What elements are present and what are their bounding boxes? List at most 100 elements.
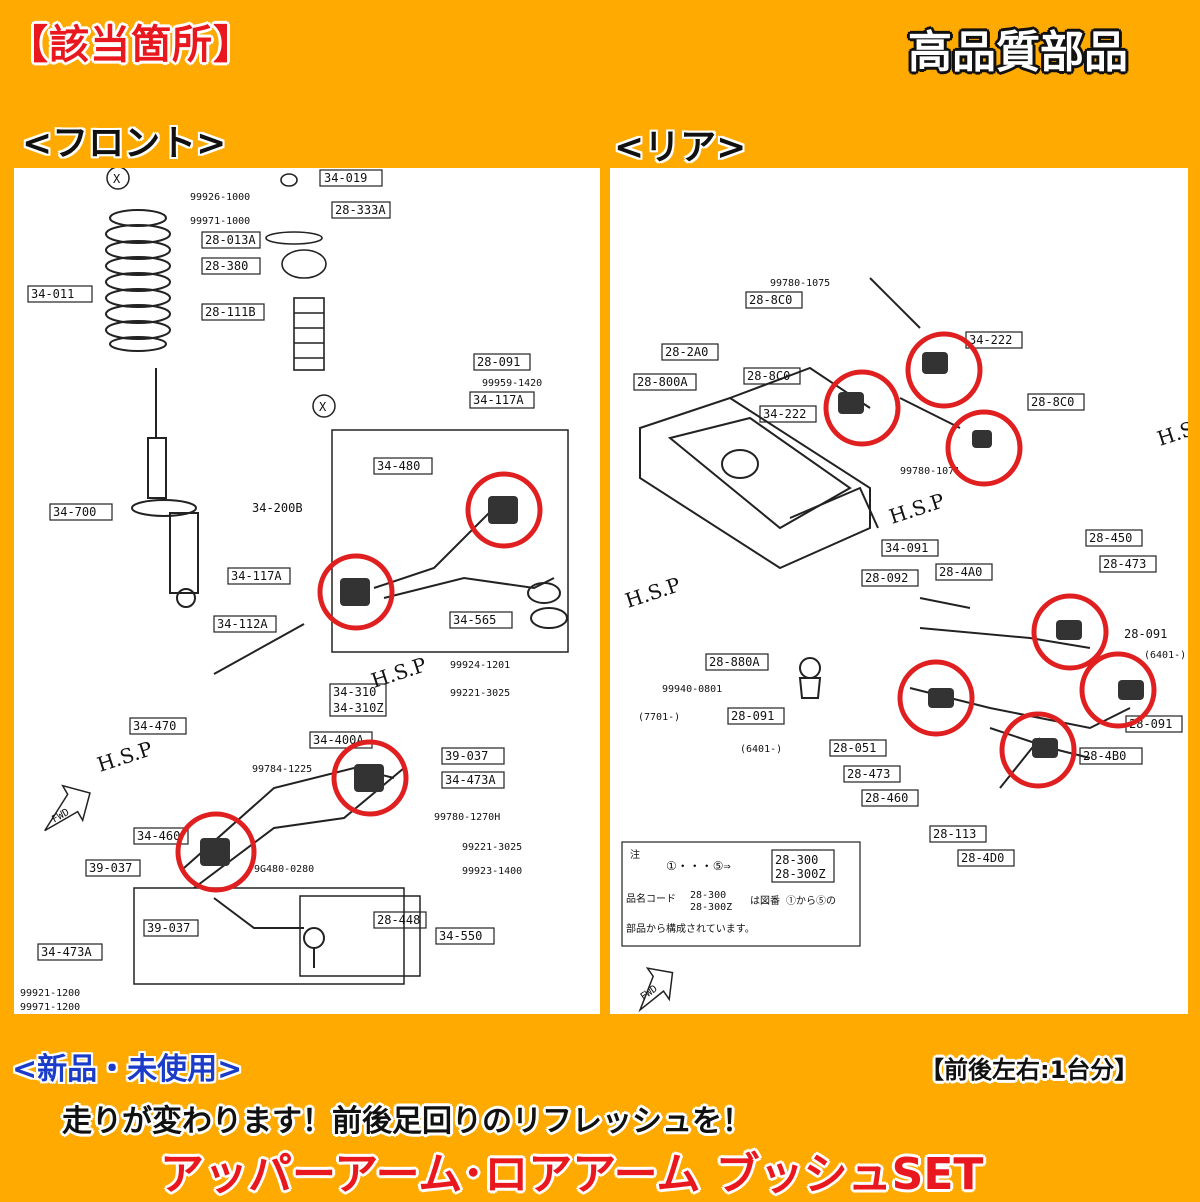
label-34-117a-top: 34-117A bbox=[473, 393, 524, 407]
label-34-222-right: 34-222 bbox=[969, 333, 1012, 347]
rear-heading: <リア> bbox=[614, 127, 747, 168]
label-28-460: 28-460 bbox=[865, 791, 908, 805]
label-39-037-right: 39-037 bbox=[445, 749, 488, 763]
label-39-037-left: 39-037 bbox=[89, 861, 132, 875]
label-28-111b: 28-111B bbox=[205, 305, 256, 319]
label-99971-1200: 99971-1200 bbox=[20, 1002, 80, 1013]
label-34-480: 34-480 bbox=[377, 459, 420, 473]
label-39-037-bottom: 39-037 bbox=[147, 921, 190, 935]
label-28-091-right: 28-091 bbox=[1124, 627, 1167, 641]
label-28-8c0-top: 28-8C0 bbox=[749, 293, 792, 307]
mark-x-top: X bbox=[113, 172, 121, 186]
label-9g480-0280: 9G480-0280 bbox=[254, 864, 314, 875]
highlight-rear-4 bbox=[1031, 593, 1109, 671]
label-99780-1270h: 99780-1270H bbox=[434, 812, 500, 823]
tagline: 走りが変わります！前後足回りのリフレッシュを！ bbox=[62, 1104, 752, 1139]
label-34-112a: 34-112A bbox=[217, 617, 268, 631]
label-7701: (7701-) bbox=[638, 712, 680, 723]
label-99921-1200: 99921-1200 bbox=[20, 988, 80, 999]
label-99926-1000: 99926-1000 bbox=[190, 192, 250, 203]
label-34-700: 34-700 bbox=[53, 505, 96, 519]
header-right-tag: 高品質部品 bbox=[908, 27, 1128, 78]
strut-mount-icon bbox=[265, 173, 327, 371]
highlight-rear-1 bbox=[823, 369, 901, 447]
label-34-200b: 34-200B bbox=[252, 501, 303, 515]
highlight-upper-rear-bushing bbox=[317, 553, 395, 631]
label-34-470: 34-470 bbox=[133, 719, 176, 733]
label-34-019: 34-019 bbox=[324, 171, 367, 185]
highlight-rear-6 bbox=[1079, 651, 1157, 729]
rear-highlights bbox=[823, 331, 1157, 789]
label-99959-1420: 99959-1420 bbox=[482, 378, 542, 389]
label-28-800a: 28-800A bbox=[637, 375, 688, 389]
note-code-28-300: 28-300 bbox=[775, 853, 818, 867]
label-99971-1000: 99971-1000 bbox=[190, 216, 250, 227]
label-28-092: 28-092 bbox=[865, 571, 908, 585]
front-diagram-panel: X X bbox=[14, 168, 600, 1014]
label-34-565: 34-565 bbox=[453, 613, 496, 627]
label-28-473-top: 28-473 bbox=[1103, 557, 1146, 571]
label-34-460: 34-460 bbox=[137, 829, 180, 843]
highlight-rear-3 bbox=[945, 409, 1023, 487]
front-highlights bbox=[175, 471, 543, 893]
label-28-4d0: 28-4D0 bbox=[961, 851, 1004, 865]
label-28-113: 28-113 bbox=[933, 827, 976, 841]
rear-diagram-panel: 99780-1075 28-8C0 34-222 28-2A0 28-800A … bbox=[610, 168, 1188, 1014]
highlight-rear-2 bbox=[905, 331, 983, 409]
mark-x-bottom: X bbox=[319, 400, 327, 414]
note-equation: ①・・・⑤⇒ bbox=[666, 859, 731, 873]
note-body: は図番 ①から⑤の bbox=[750, 895, 836, 907]
fwd-arrow-rear-icon: FWD bbox=[638, 967, 674, 1013]
label-28-473-bottom: 28-473 bbox=[847, 767, 890, 781]
note-code-value1: 28-300 bbox=[690, 890, 726, 901]
watermark-rear-1: H.S.P bbox=[622, 572, 683, 612]
rear-diagram: 99780-1075 28-8C0 34-222 28-2A0 28-800A … bbox=[621, 277, 1188, 1013]
note-code-28-300z: 28-300Z bbox=[775, 867, 826, 881]
label-99221-3025-upper: 99221-3025 bbox=[450, 688, 510, 699]
watermark-rear-3: H.S.P bbox=[1154, 410, 1188, 450]
label-34-091: 34-091 bbox=[885, 541, 928, 555]
label-28-380: 28-380 bbox=[205, 259, 248, 273]
highlight-rear-5 bbox=[897, 659, 975, 737]
label-28-333a: 28-333A bbox=[335, 203, 386, 217]
label-28-4a0: 28-4A0 bbox=[939, 565, 982, 579]
fwd-label: FWD bbox=[50, 807, 71, 826]
label-28-4b0: 28-4B0 bbox=[1083, 749, 1126, 763]
label-99923-1400: 99923-1400 bbox=[462, 866, 522, 877]
label-28-091: 28-091 bbox=[477, 355, 520, 369]
scope-tag: 【前後左右:1台分】 bbox=[920, 1056, 1139, 1084]
label-6401-left: (6401-) bbox=[740, 744, 782, 755]
label-28-8c0-mid: 28-8C0 bbox=[747, 369, 790, 383]
bolt-icons bbox=[869, 277, 1041, 789]
label-28-450: 28-450 bbox=[1089, 531, 1132, 545]
label-34-310: 34-310 bbox=[333, 685, 376, 699]
note-code-label: 品名コード bbox=[626, 892, 676, 905]
label-99780-1075: 99780-1075 bbox=[770, 278, 830, 289]
label-34-473a-left: 34-473A bbox=[41, 945, 92, 959]
note-code-value2: 28-300Z bbox=[690, 902, 732, 913]
label-99924-1201: 99924-1201 bbox=[450, 660, 510, 671]
label-28-013a: 28-013A bbox=[205, 233, 256, 247]
label-34-011: 34-011 bbox=[31, 287, 74, 301]
label-28-8c0-right: 28-8C0 bbox=[1031, 395, 1074, 409]
front-diagram: X X bbox=[20, 168, 569, 1013]
label-28-051-left: 28-051 bbox=[833, 741, 876, 755]
highlight-rear-7 bbox=[999, 711, 1077, 789]
note-heading: 注 bbox=[630, 848, 640, 861]
label-34-550: 34-550 bbox=[439, 929, 482, 943]
front-heading: <フロント> bbox=[22, 123, 227, 164]
watermark-rear-2: H.S.P bbox=[886, 488, 947, 528]
label-28-091-left: 28-091 bbox=[731, 709, 774, 723]
fwd-arrow-icon: FWD bbox=[44, 784, 91, 832]
label-34-310z: 34-310Z bbox=[333, 701, 384, 715]
rear-subframe-icon bbox=[639, 366, 879, 570]
new-unused-badge: <新品・未使用> bbox=[12, 1052, 243, 1087]
label-28-448: 28-448 bbox=[377, 913, 420, 927]
note-body-2: 部品から構成されています。 bbox=[626, 922, 755, 935]
fwd-label-rear: FWD bbox=[639, 984, 660, 1003]
label-28-2a0: 28-2A0 bbox=[665, 345, 708, 359]
label-34-117a: 34-117A bbox=[231, 569, 282, 583]
coil-spring-icon bbox=[105, 209, 171, 352]
header-left-tag: 【該当箇所】 bbox=[8, 22, 254, 68]
highlight-lower-front-bushing bbox=[175, 811, 257, 893]
